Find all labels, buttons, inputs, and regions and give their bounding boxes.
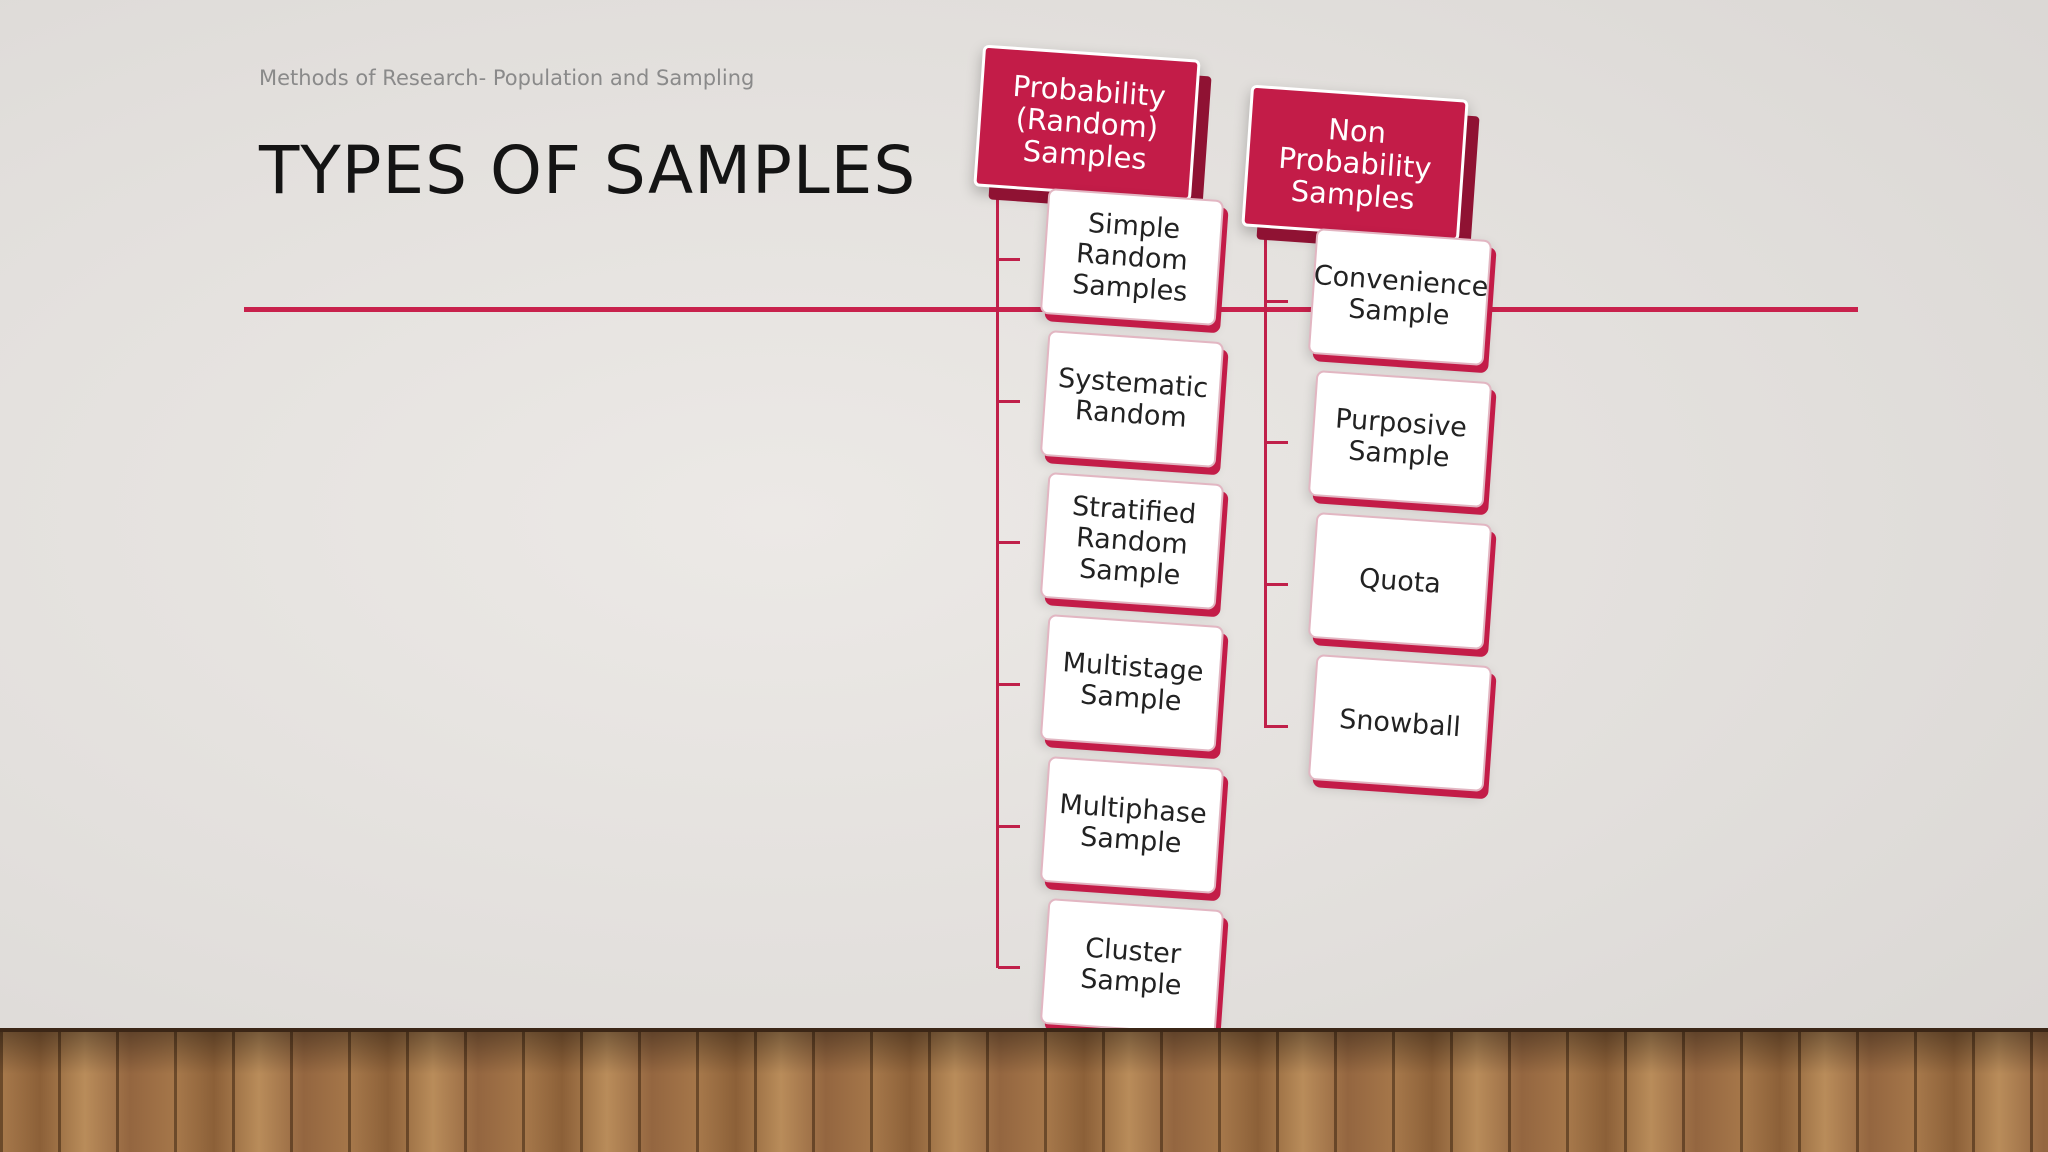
probability-item-multiphase: Multiphase Sample (1039, 756, 1225, 894)
probability-connector-tick (998, 400, 1020, 403)
probability-connector-tick (998, 541, 1020, 544)
probability-connector-line (996, 178, 999, 968)
probability-item-simple-random: Simple Random Samples (1039, 188, 1225, 326)
wooden-floor (0, 1028, 2048, 1152)
probability-connector-tick (998, 966, 1020, 969)
probability-item-stratified-random: Stratified Random Sample (1039, 472, 1225, 610)
probability-item-cluster: Cluster Sample (1039, 898, 1225, 1036)
probability-connector-tick (998, 258, 1020, 261)
non-probability-connector-tick (1266, 441, 1288, 444)
non-probability-item-convenience: Convenience Sample (1307, 228, 1493, 366)
non-probability-item-purposive: Purposive Sample (1307, 370, 1493, 508)
non-probability-connector-tick (1266, 583, 1288, 586)
non-probability-connector-tick (1266, 300, 1288, 303)
probability-connector-tick (998, 825, 1020, 828)
non-probability-item-snowball: Snowball (1307, 654, 1493, 792)
non-probability-heading: Non Probability Samples (1241, 84, 1469, 242)
probability-connector-tick (998, 683, 1020, 686)
non-probability-connector-line (1264, 218, 1267, 728)
probability-item-systematic-random: Systematic Random (1039, 330, 1225, 468)
non-probability-item-quota: Quota (1307, 512, 1493, 650)
probability-item-multistage: Multistage Sample (1039, 614, 1225, 752)
non-probability-connector-tick (1266, 725, 1288, 728)
slide-title: TYPES OF SAMPLES (259, 132, 917, 209)
slide-subtitle: Methods of Research- Population and Samp… (259, 66, 755, 90)
probability-heading: Probability (Random) Samples (973, 44, 1201, 202)
